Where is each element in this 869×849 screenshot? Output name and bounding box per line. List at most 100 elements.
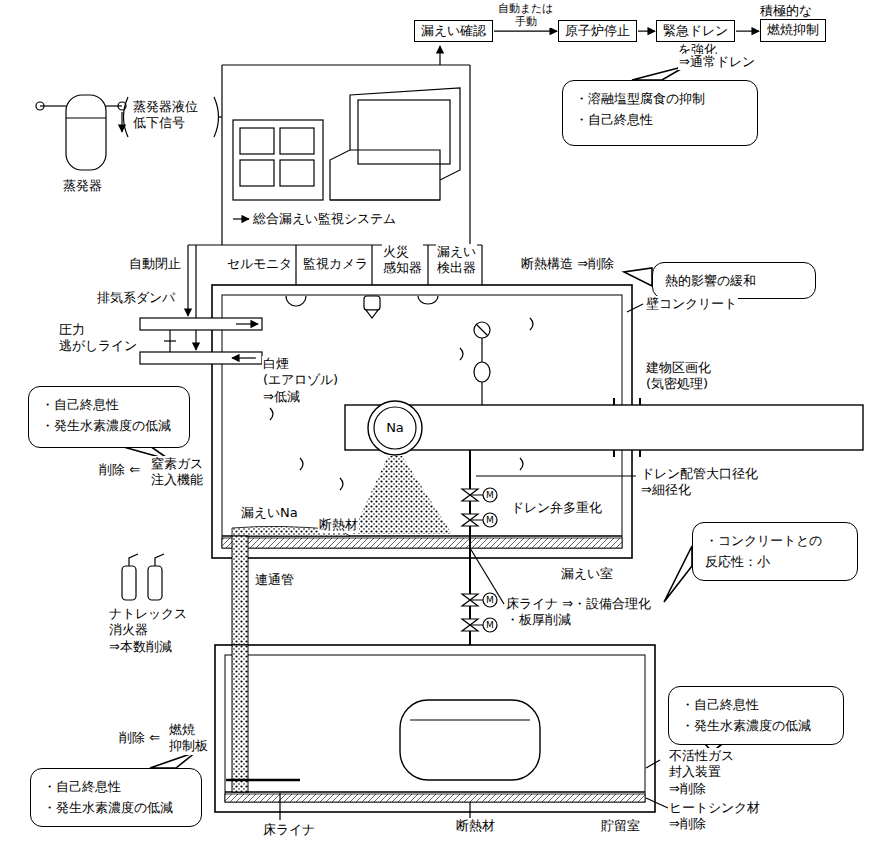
part-label: 火災 感知器: [382, 244, 423, 277]
illustration-part: [240, 128, 274, 154]
illustration-part: [122, 566, 136, 600]
illustration-part: [129, 554, 138, 566]
illustration-part: [418, 296, 438, 304]
illustration-part: [120, 66, 730, 768]
illustration-part: [469, 65, 470, 245]
process-box: 積極的な燃焼抑制: [760, 3, 826, 42]
illustration-part: [352, 456, 452, 534]
illustration-part: [232, 357, 256, 358]
callout-bubble: ・自己終息性 ・発生水素濃度の低減: [668, 686, 844, 745]
part-label: 削除 ⇐: [98, 462, 141, 478]
illustration-part: [481, 382, 482, 405]
illustration-part: [481, 338, 482, 362]
flow-arrow: [494, 31, 557, 32]
illustration-part: [232, 536, 248, 798]
flow-arrow: [638, 31, 655, 32]
callout-text: ・コンクリートとの 反応性：小: [705, 530, 845, 573]
illustration-part: [221, 65, 222, 245]
edge-label: 自動または 手動: [498, 2, 553, 28]
part-label: 圧力 逃がしライン: [58, 322, 138, 355]
illustration-part: [664, 546, 692, 602]
box-text: 燃焼抑制: [760, 19, 826, 41]
illustration-part: [225, 791, 645, 793]
illustration-part: [36, 102, 44, 110]
illustration-part: [225, 655, 645, 802]
illustration-part: [439, 46, 440, 65]
part-label: ナトレックス 消火器 ⇒本数削減: [108, 606, 188, 655]
illustration-part: [368, 401, 422, 455]
valve-motor-mark: M: [486, 620, 494, 630]
illustration-part: [470, 495, 483, 625]
part-label: ドレン配管大口径化 ⇒細径化: [640, 466, 759, 499]
illustration-part: [330, 150, 440, 200]
callout-text: ・自己終息性 ・発生水素濃度の低減: [43, 776, 189, 819]
valve-motor-mark: M: [486, 595, 494, 605]
part-label: 白煙 (エアロゾル) ⇒低減: [262, 356, 339, 405]
valve-motor-mark: M: [486, 490, 494, 500]
illustration-part: [240, 160, 274, 186]
callout-text: ・自己終息性 ・発生水素濃度の低減: [681, 694, 831, 737]
part-label: ヒートシンク材 ⇒削除: [668, 800, 761, 833]
valve-motor-mark: M: [486, 515, 494, 525]
illustration-part: [364, 296, 380, 310]
part-label: 自動閉止: [128, 256, 182, 272]
illustration-part: [280, 160, 314, 186]
illustration-part: [483, 488, 497, 502]
box-text: 漏えい確認: [414, 20, 493, 42]
illustration-part: [232, 645, 248, 792]
part-label: セルモニタ: [226, 256, 293, 272]
box-text: 積極的な: [760, 3, 826, 19]
part-label: 蒸発器: [62, 178, 103, 194]
part-label: Na: [385, 420, 405, 436]
callout-text: 熱的影響の緩和: [665, 270, 803, 291]
illustration-part: [214, 97, 219, 137]
illustration-part: [614, 398, 640, 457]
illustration-part: [374, 407, 416, 449]
illustration-part: [483, 513, 497, 527]
process-box: 漏えい確認: [414, 20, 493, 42]
box-text: 原子炉停止: [558, 20, 637, 42]
illustration-part: [36, 46, 863, 820]
illustration-part: [462, 488, 497, 632]
callout-bubble: ・自己終息性 ・発生水素濃度の低減: [30, 768, 202, 827]
part-label: ⇒通常ドレン: [678, 54, 756, 70]
callout-text: ・自己終息性 ・発生水素濃度の低減: [41, 394, 177, 437]
part-label: 削除 ⇐: [118, 730, 161, 746]
illustration-part: [330, 88, 460, 200]
part-label: 蒸発器液位 低下信号: [132, 99, 199, 132]
illustration-part: [483, 593, 497, 607]
callout-text: ・溶融塩型腐食の抑制 ・自己終息性: [575, 88, 745, 131]
part-label: 監視カメラ: [302, 256, 369, 272]
illustration-part: [474, 362, 490, 382]
illustration-part: [225, 794, 645, 802]
illustration-part: [345, 405, 863, 450]
illustration-part: [366, 310, 378, 318]
callout-bubble: ・コンクリートとの 反応性：小: [692, 522, 858, 581]
part-label: ドレン弁多重化: [510, 500, 603, 516]
part-label: 貯留室: [600, 818, 641, 834]
part-label: 漏えいNa: [240, 505, 299, 521]
illustration-part: [164, 340, 176, 341]
illustration-part: [627, 304, 643, 312]
illustration-part: [66, 117, 106, 118]
illustration-part: [236, 323, 258, 324]
illustration-part: [410, 719, 530, 720]
illustration-part: [470, 548, 504, 604]
part-label: 床ライナ ⇒・設備合理化 ・板厚削減: [505, 596, 652, 629]
illustration-part: [215, 645, 655, 812]
illustration-part: [66, 95, 106, 170]
illustration-part: [222, 538, 622, 548]
part-label: 漏えい室: [560, 566, 614, 582]
illustration-part: [474, 322, 490, 338]
illustration-part: [280, 128, 314, 154]
illustration-part: [140, 318, 262, 330]
part-label: 排気系ダンパ: [96, 290, 176, 306]
illustration-part: [121, 112, 122, 132]
part-label: 連通管: [254, 572, 295, 588]
part-label: 壁コンクリート: [645, 296, 738, 312]
illustration-part: [155, 554, 164, 566]
part-label: 床ライナ: [262, 822, 316, 838]
illustration-part: [280, 760, 668, 820]
part-label: 総合漏えい監視システム: [252, 211, 397, 227]
callout-bubble: ・溶融塩型腐食の抑制 ・自己終息性: [562, 80, 758, 146]
